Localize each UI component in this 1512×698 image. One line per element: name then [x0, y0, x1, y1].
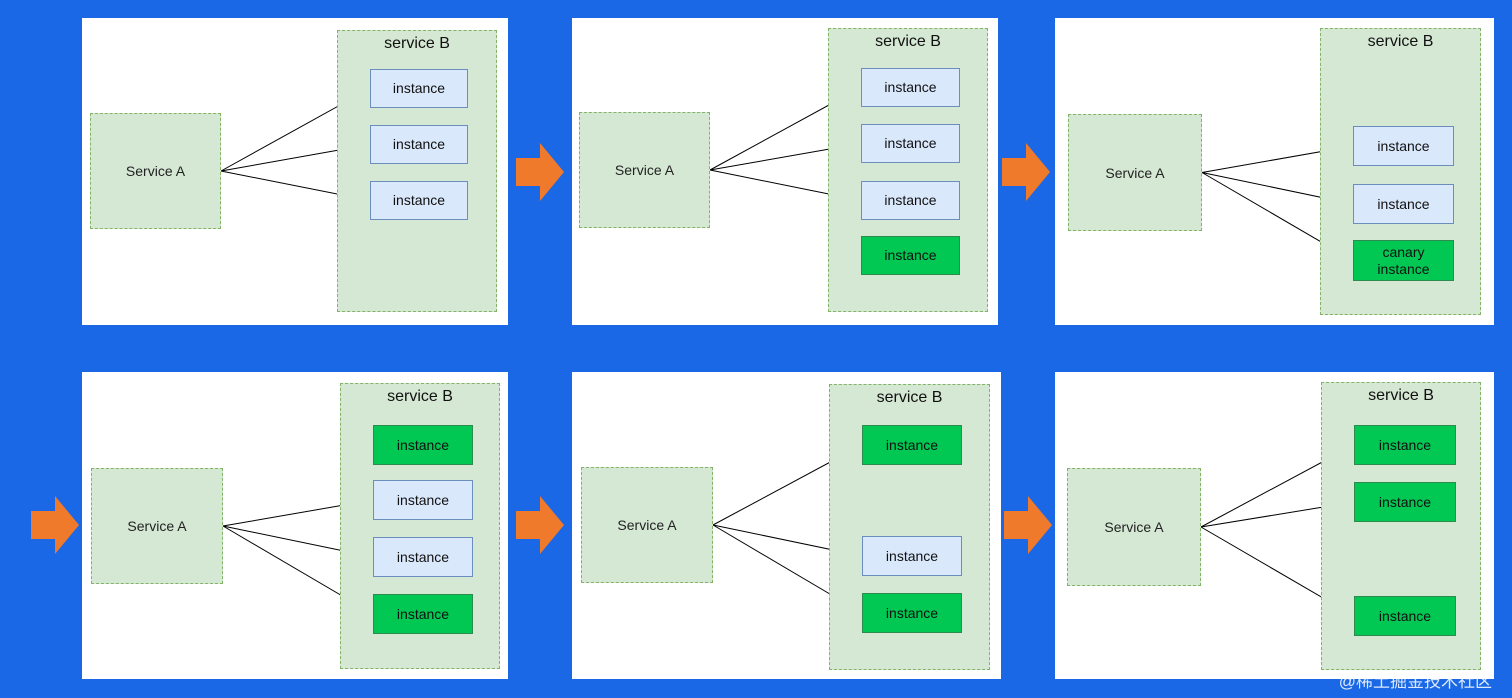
instance-label: instance [396, 605, 450, 622]
instance-box: instance [1353, 126, 1454, 166]
instance-box: instance [862, 536, 962, 576]
service-b-title: service B [387, 388, 453, 405]
step-arrow-icon [516, 496, 564, 554]
instance-box: instance [1354, 482, 1456, 522]
instance-label: instance [396, 436, 450, 453]
instance-box: instance [862, 425, 962, 465]
step-arrow-icon [516, 143, 564, 201]
instance-box: instance [861, 181, 960, 220]
instance-label: instance [1377, 195, 1430, 212]
step-arrow-icon [1002, 143, 1050, 201]
service-a-label: Service A [125, 163, 186, 179]
watermark: @稀土掘金技术社区 [1338, 672, 1492, 691]
instance-box: instance [373, 425, 473, 465]
instance-label: instance [392, 80, 446, 96]
instance-box: instance [373, 480, 473, 520]
stage-4-panel: Service A service B instance instance in… [82, 372, 508, 679]
service-a-box: Service A [579, 112, 710, 228]
instance-label: instance [885, 547, 939, 564]
instance-label: instance [884, 247, 937, 263]
instance-label: instance [1377, 137, 1430, 154]
instance-label: instance [885, 604, 939, 621]
instance-box: instance [373, 537, 473, 577]
stage-5-panel: Service A service B instance instance in… [572, 372, 1001, 679]
instance-box: instance [1353, 184, 1454, 224]
service-b-title: service B [384, 35, 450, 52]
instance-label: instance [392, 136, 446, 152]
instance-box: instance [373, 594, 473, 634]
service-a-label: Service A [1105, 164, 1165, 181]
instance-label: instance [1378, 607, 1432, 624]
service-a-label: Service A [127, 518, 187, 534]
instance-label: instance [1378, 436, 1432, 453]
instance-label: instance [884, 135, 937, 151]
stage-3-panel: Service A service B instance instance ca… [1055, 18, 1494, 325]
instance-box: instance [370, 69, 468, 108]
instance-box: instance [861, 68, 960, 107]
instance-box: instance [861, 236, 960, 275]
step-arrow-icon [1004, 496, 1052, 554]
instance-label: instance [396, 491, 450, 508]
service-b-title: service B [875, 33, 941, 50]
service-a-box: Service A [91, 468, 223, 584]
service-b-title: service B [1368, 387, 1434, 404]
service-a-label: Service A [617, 517, 677, 533]
instance-label: instance [884, 79, 937, 95]
stage-2-panel: Service A service B instance instance in… [572, 18, 998, 325]
service-a-box: Service A [1067, 468, 1201, 586]
service-a-label: Service A [614, 162, 675, 178]
step-arrow-icon [31, 496, 79, 554]
service-b-title: service B [876, 389, 943, 406]
instance-box: instance [1354, 425, 1456, 465]
stage-1-panel: Service A service B instance instance in… [82, 18, 508, 325]
instance-label: instance [392, 192, 446, 208]
instance-box: instance [370, 181, 468, 220]
stage-6-panel: Service A service B instance instance in… [1055, 372, 1494, 679]
instance-box: instance [1354, 596, 1456, 636]
instance-label: instance [396, 548, 450, 565]
instance-box: instance [861, 124, 960, 163]
instance-label: instance [1378, 493, 1432, 510]
instance-label: instance [885, 436, 939, 453]
service-a-box: Service A [90, 113, 221, 229]
service-a-box: Service A [581, 467, 713, 583]
instance-label: instance [884, 192, 937, 208]
service-a-label: Service A [1104, 519, 1164, 535]
instance-box: instance [862, 593, 962, 633]
service-a-box: Service A [1068, 114, 1202, 231]
instance-box: instance [370, 125, 468, 164]
service-b-title: service B [1367, 33, 1434, 50]
